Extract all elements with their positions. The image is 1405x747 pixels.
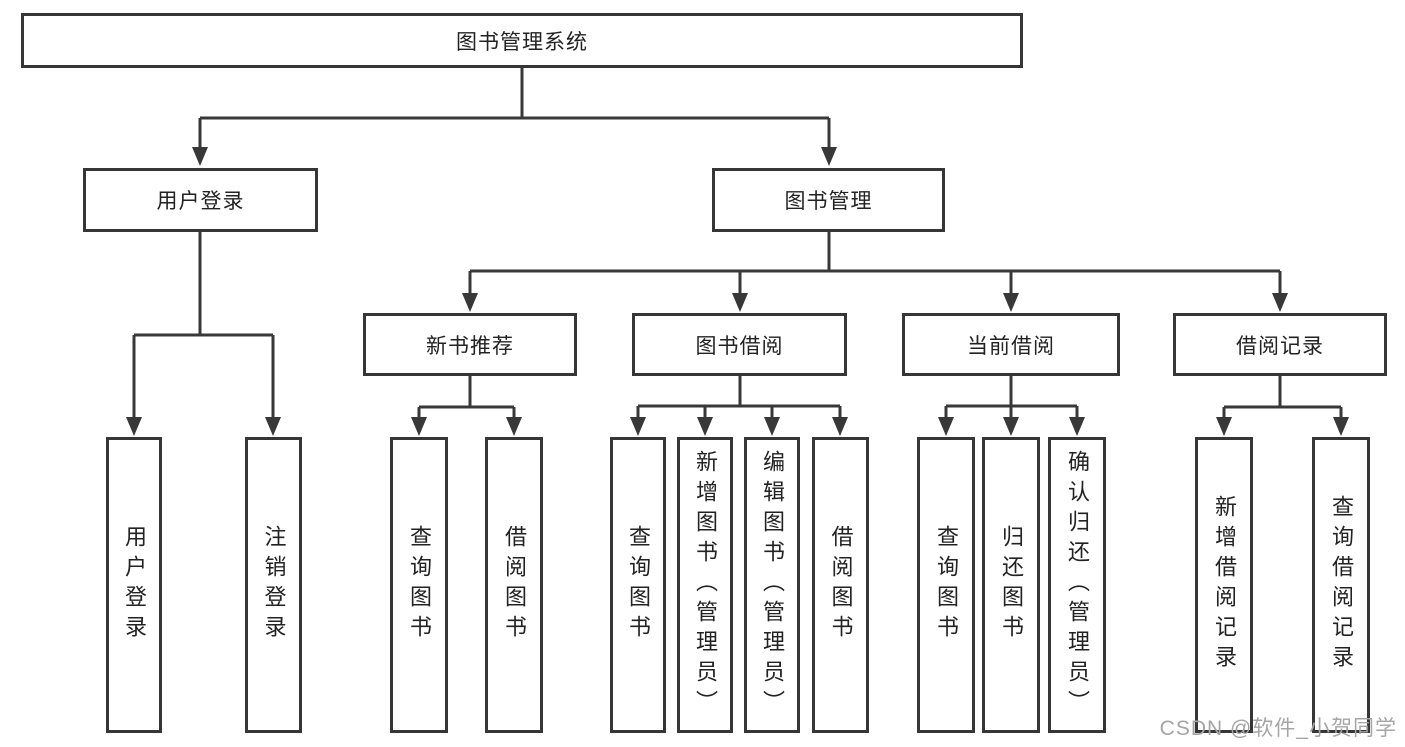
node-borrowing-records: 借阅记录 (1173, 313, 1387, 376)
leaf-cb-return-books: 归还图书 (982, 437, 1040, 733)
node-book-management-label: 图书管理 (784, 190, 873, 213)
leaf-bb-borrow-books-label: 借阅图书 (828, 525, 854, 645)
connector-user-login-to-leaves (126, 232, 281, 436)
leaf-cb-query-books-label: 查询图书 (934, 525, 959, 645)
node-book-management: 图书管理 (712, 168, 945, 232)
node-book-borrowing: 图书借阅 (632, 313, 847, 376)
leaf-bb-edit-books-admin-label: 编辑图书（管理员） (760, 450, 785, 720)
leaf-bb-borrow-books: 借阅图书 (812, 437, 869, 733)
leaf-cb-return-books-label: 归还图书 (999, 525, 1024, 645)
leaf-bb-add-books-admin: 新增图书（管理员） (677, 437, 733, 733)
leaf-logout: 注销登录 (245, 437, 302, 733)
leaf-nb-borrow-books-label: 借阅图书 (502, 525, 527, 645)
leaf-logout-label: 注销登录 (261, 525, 287, 645)
csdn-watermark: CSDN @软件_小贺同学 (1159, 717, 1397, 740)
leaf-nb-query-books: 查询图书 (390, 437, 448, 733)
leaf-br-query-record-label: 查询借阅记录 (1329, 495, 1354, 675)
connector-new-book-recommend-to-leaves (411, 376, 522, 436)
node-user-login: 用户登录 (83, 168, 318, 232)
connector-book-management-to-level3 (462, 232, 1288, 312)
connector-book-borrowing-to-leaves (630, 376, 848, 436)
leaf-bb-query-books: 查询图书 (610, 437, 666, 733)
node-current-borrowing-label: 当前借阅 (967, 334, 1055, 358)
connector-current-borrowing-to-leaves (938, 376, 1085, 436)
node-root-label: 图书管理系统 (456, 30, 588, 54)
leaf-cb-query-books: 查询图书 (917, 437, 975, 733)
leaf-nb-borrow-books: 借阅图书 (485, 437, 543, 733)
node-book-borrowing-label: 图书借阅 (695, 334, 784, 358)
leaf-user-login: 用户登录 (106, 437, 162, 733)
node-borrowing-records-label: 借阅记录 (1236, 334, 1324, 358)
node-new-book-recommend: 新书推荐 (363, 313, 577, 376)
leaf-bb-add-books-admin-label: 新增图书（管理员） (693, 450, 718, 720)
leaf-bb-query-books-label: 查询图书 (626, 525, 651, 645)
leaf-user-login-label: 用户登录 (122, 525, 147, 645)
leaf-cb-confirm-return-admin-label: 确认归还（管理员） (1065, 450, 1090, 720)
connector-root-to-level2 (192, 66, 837, 166)
node-root: 图书管理系统 (21, 13, 1023, 68)
leaf-bb-edit-books-admin: 编辑图书（管理员） (744, 437, 800, 733)
leaf-br-query-record: 查询借阅记录 (1312, 437, 1370, 733)
node-user-login-label: 用户登录 (156, 190, 245, 213)
leaf-cb-confirm-return-admin: 确认归还（管理员） (1048, 437, 1106, 733)
leaf-br-add-record: 新增借阅记录 (1195, 437, 1253, 733)
node-new-book-recommend-label: 新书推荐 (426, 334, 514, 358)
connector-borrowing-records-to-leaves (1216, 376, 1349, 436)
node-current-borrowing: 当前借阅 (902, 313, 1120, 376)
leaf-br-add-record-label: 新增借阅记录 (1212, 495, 1237, 675)
leaf-nb-query-books-label: 查询图书 (407, 525, 432, 645)
